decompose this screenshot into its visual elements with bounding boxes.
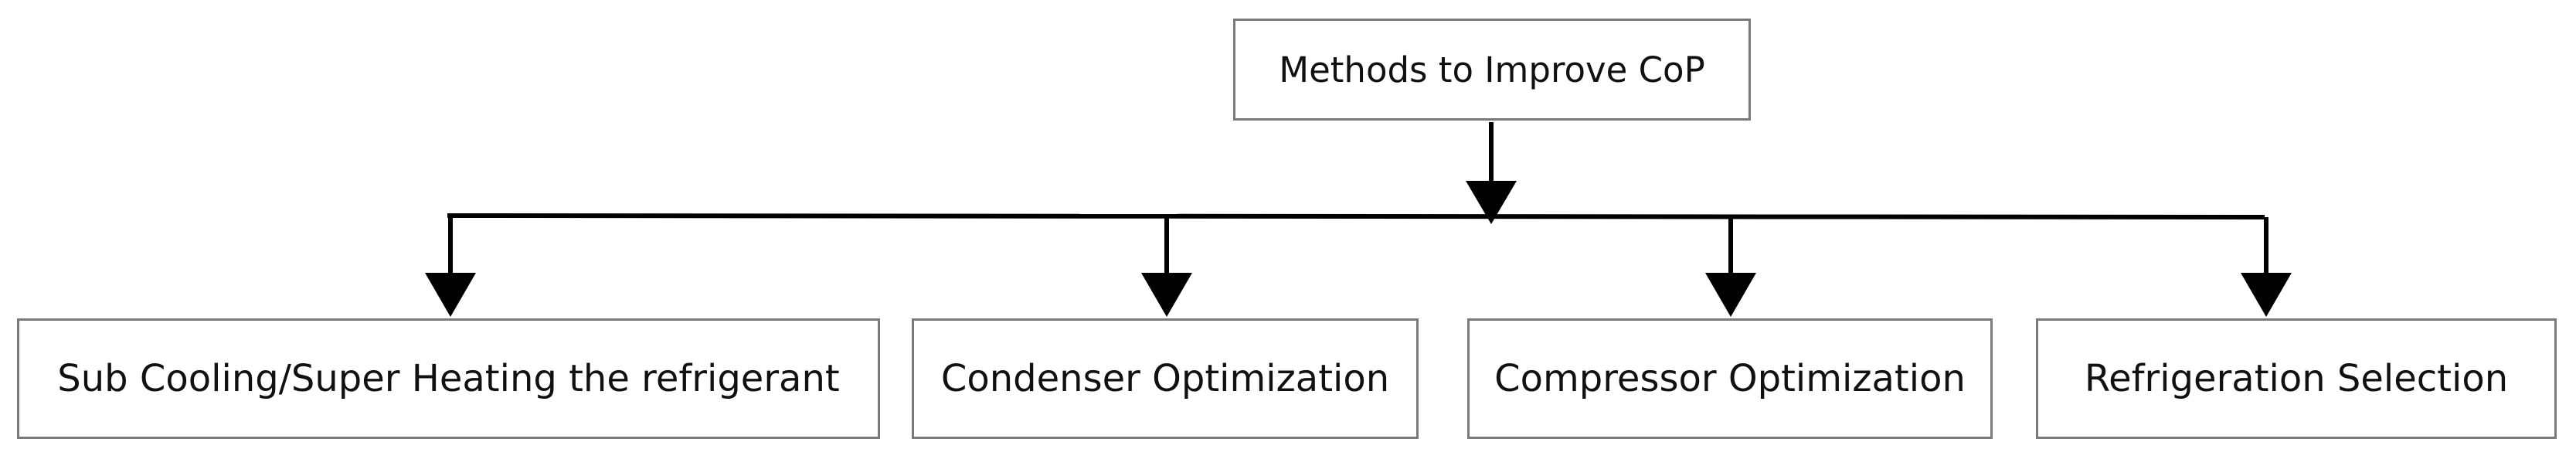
node-refrigeration-selection-label: Refrigeration Selection bbox=[2084, 357, 2509, 400]
node-condenser-optimization: Condenser Optimization bbox=[912, 318, 1419, 439]
root-arrowhead bbox=[1466, 181, 1517, 224]
node-compressor-optimization: Compressor Optimization bbox=[1467, 318, 1993, 439]
arrowhead-condenser bbox=[1141, 273, 1192, 317]
root-node-label: Methods to Improve CoP bbox=[1279, 49, 1705, 90]
node-sub-cooling-label: Sub Cooling/Super Heating the refrigeran… bbox=[57, 357, 840, 400]
node-compressor-optimization-label: Compressor Optimization bbox=[1494, 357, 1966, 400]
node-sub-cooling: Sub Cooling/Super Heating the refrigeran… bbox=[17, 318, 880, 439]
node-refrigeration-selection: Refrigeration Selection bbox=[2036, 318, 2557, 439]
arrowhead-compressor bbox=[1705, 273, 1756, 317]
arrowhead-refrigeration bbox=[2241, 273, 2292, 317]
bus-line bbox=[447, 213, 2265, 219]
root-node: Methods to Improve CoP bbox=[1233, 19, 1751, 121]
node-condenser-optimization-label: Condenser Optimization bbox=[940, 357, 1390, 400]
arrowhead-sub-cooling bbox=[425, 273, 476, 317]
